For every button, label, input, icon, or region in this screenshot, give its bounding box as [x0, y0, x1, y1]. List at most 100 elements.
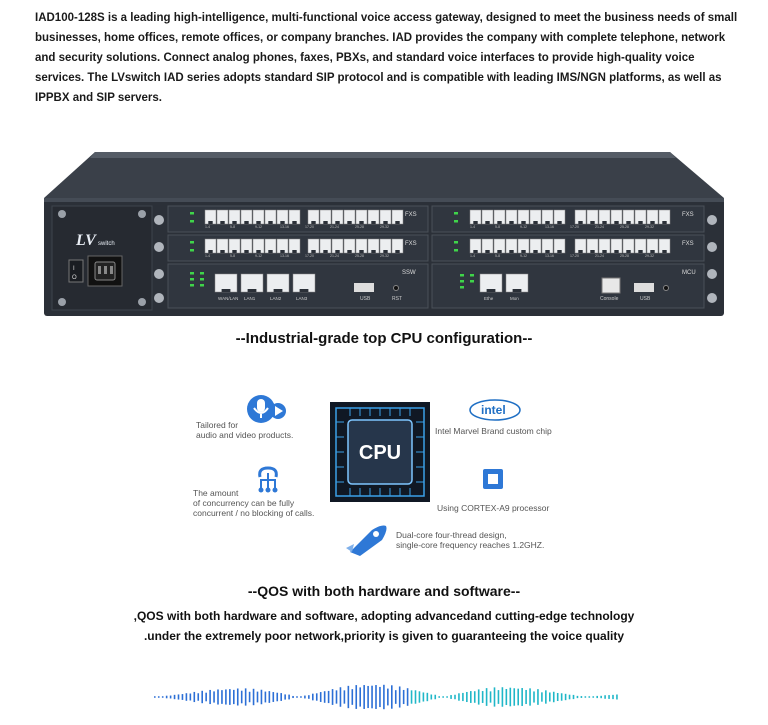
feature-dual-core: Dual-core four-thread design, single-cor… [396, 530, 545, 550]
wave-bar [292, 695, 294, 699]
power-switch[interactable] [68, 259, 84, 283]
wave-bar [509, 687, 512, 707]
port-group-label: 13-16 [545, 225, 554, 229]
wave-bar [434, 694, 437, 700]
wave-bar [497, 690, 500, 704]
wave-bar [541, 692, 543, 702]
wave-bar [600, 695, 602, 699]
wave-bar [383, 684, 385, 710]
port-label: WAN/LAN [218, 296, 238, 301]
wave-bar [268, 691, 271, 703]
wave-bar [387, 688, 389, 706]
status-led [200, 272, 204, 275]
mcu-card: MCU Console USB [431, 263, 705, 309]
wave-bar [568, 694, 571, 700]
rocket-icon [346, 525, 387, 556]
wave-bar [442, 696, 444, 698]
wave-bar [169, 695, 172, 699]
wave-bar [367, 685, 369, 709]
port-group-label: 17-20 [305, 225, 314, 229]
port-group-label: 5-8 [230, 254, 235, 258]
feature-concurrency: The amount of concurrency can be fully c… [193, 488, 315, 518]
wave-bar [201, 690, 203, 704]
status-led [470, 280, 474, 283]
wave-bar [240, 690, 243, 704]
wave-bar [450, 695, 452, 699]
wave-bar [525, 689, 527, 705]
wave-bar [470, 691, 472, 703]
wave-bar [165, 695, 168, 699]
port-label: Mon [510, 296, 519, 301]
wave-bar [343, 690, 346, 704]
wave-bar [513, 688, 516, 706]
wave-bar [284, 694, 286, 700]
network-tree-icon [258, 466, 278, 493]
wave-bar [217, 689, 219, 705]
port-group-label: 25-28 [620, 225, 629, 229]
microphone-play-icon [247, 395, 286, 423]
wave-bar [616, 694, 618, 700]
wave-bar [533, 691, 535, 703]
wave-bar [371, 685, 373, 709]
wave-bar [426, 692, 429, 702]
wave-bar [229, 689, 231, 705]
wave-bar [521, 688, 523, 706]
wave-bar [189, 693, 192, 701]
wave-bar [552, 691, 555, 703]
wave-bar [537, 689, 539, 705]
wave-bar [173, 694, 176, 700]
port-group-label: 21-24 [330, 254, 339, 258]
product-name: IAD100-128S [35, 12, 105, 24]
port-label: LAN3 [296, 296, 308, 301]
wave-bar [339, 687, 342, 707]
svg-text:USB: USB [360, 296, 371, 302]
usb-port [354, 283, 374, 292]
svg-text:MCU: MCU [682, 270, 696, 276]
wave-bar [197, 693, 200, 701]
wave-bar [335, 690, 338, 704]
wave-bar [414, 690, 417, 704]
port-group-label: 29-32 [645, 225, 654, 229]
processor-chip-icon [483, 469, 503, 489]
wave-bar [177, 694, 180, 700]
wave-bar [517, 688, 519, 706]
wave-bar [394, 690, 397, 704]
wave-bar [323, 691, 326, 703]
device-illustration: LV switch I O FXS FXS FXS FXS SSW USB RS… [44, 152, 724, 316]
wave-bar [363, 685, 365, 709]
wave-bar [280, 693, 282, 701]
svg-text:FXS: FXS [405, 241, 417, 247]
wave-bar [549, 692, 551, 702]
wave-bar [276, 692, 279, 702]
wave-bar [572, 694, 575, 700]
feature-cortex: Using CORTEX-A9 processor [437, 503, 550, 513]
port-group-label: 5-8 [495, 254, 500, 258]
wave-bar [185, 693, 188, 701]
cpu-label: CPU [359, 442, 401, 464]
svg-text:FXS: FXS [405, 212, 417, 218]
wave-bar [458, 693, 460, 701]
status-led [200, 284, 204, 287]
port-group-label: 25-28 [355, 225, 364, 229]
brand-logo: LV [75, 232, 97, 249]
svg-text:Console: Console [600, 296, 619, 302]
port-group-label: 17-20 [570, 254, 579, 258]
status-led [454, 249, 458, 252]
port-group-label: 13-16 [280, 225, 289, 229]
wave-bar [406, 688, 409, 706]
wave-bar [462, 692, 464, 702]
svg-text:switch: switch [98, 241, 115, 247]
wave-bar [588, 696, 591, 698]
svg-text:FXS: FXS [682, 212, 694, 218]
wave-bar [430, 694, 433, 700]
wave-bar [612, 694, 614, 700]
wave-bar [505, 688, 508, 706]
wave-bar [596, 695, 598, 699]
wave-bar [545, 690, 547, 704]
wave-bar [225, 689, 227, 705]
wave-bar [154, 696, 156, 698]
status-led [190, 278, 194, 281]
status-led [460, 274, 464, 277]
qos-section-heading: --QOS with both hardware and software-- [247, 583, 521, 599]
feature-av: Tailored for audio and video products. [196, 420, 294, 440]
